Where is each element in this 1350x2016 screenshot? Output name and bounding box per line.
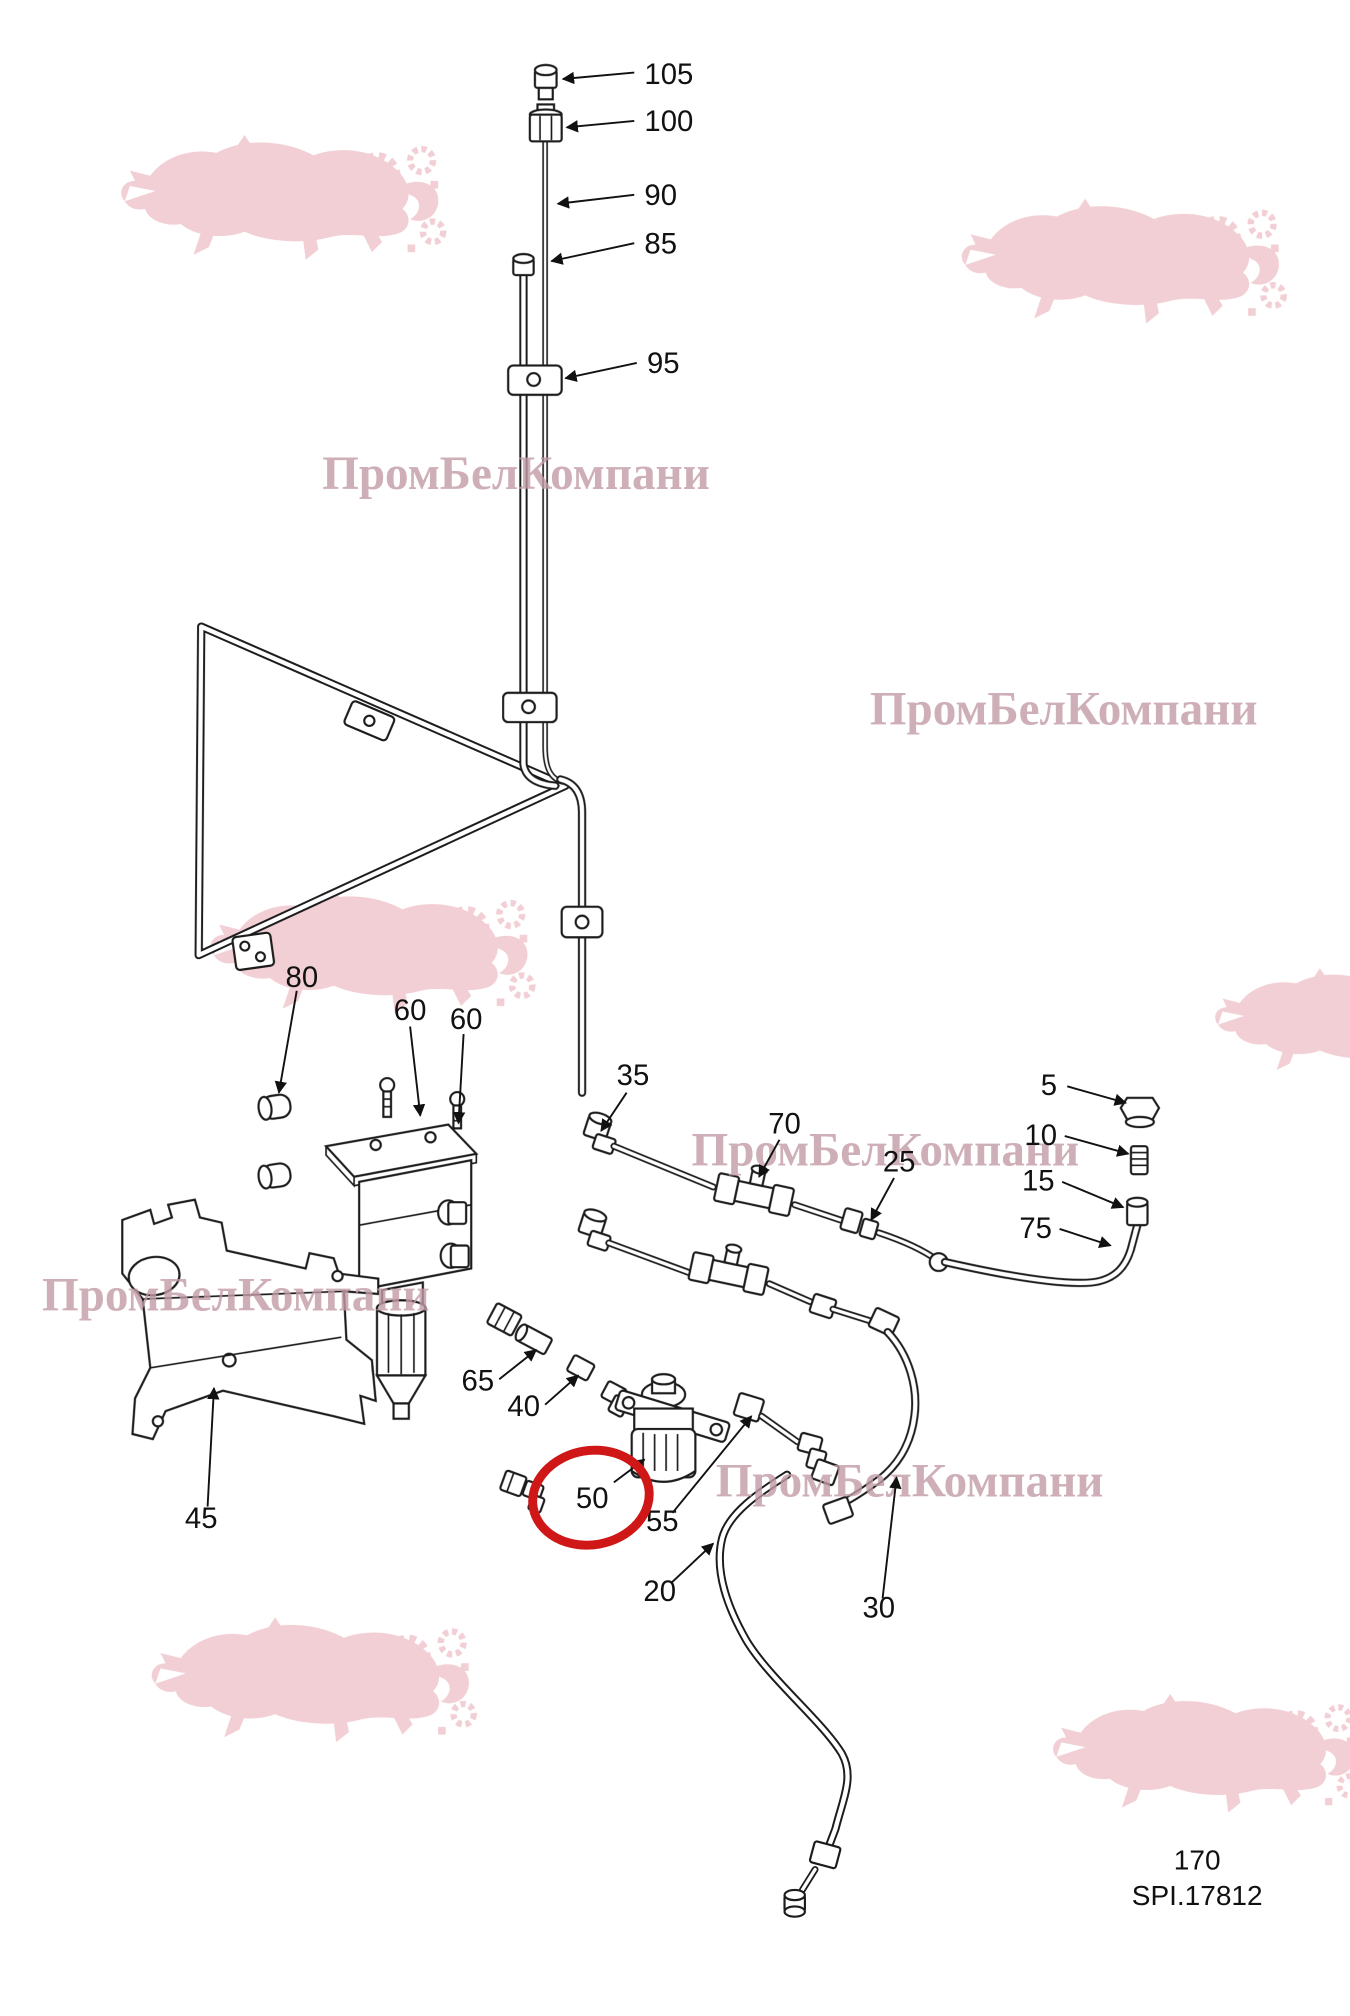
page-number: 170 — [1174, 1845, 1221, 1876]
lion-watermark — [1053, 1694, 1350, 1813]
callout-75: 75 — [1019, 1212, 1052, 1245]
lion-watermark — [962, 199, 1284, 324]
callout-85: 85 — [644, 227, 677, 260]
callout-95: 95 — [647, 347, 680, 380]
callout-50: 50 — [576, 1482, 609, 1515]
lion-watermark — [1215, 968, 1350, 1074]
mounting-bracket-45 — [121, 1198, 380, 1441]
callout-60a: 60 — [394, 994, 427, 1027]
bushing-80b — [257, 1162, 292, 1190]
tube-clamp-mid — [501, 691, 558, 724]
callout-55: 55 — [646, 1505, 679, 1538]
tube-clamp-95 — [507, 364, 563, 396]
guide-tube — [512, 252, 560, 790]
watermark-text: ПромБелКомпани — [716, 1455, 1104, 1507]
watermark-text: ПромБелКомпани — [42, 1269, 430, 1321]
pump-assembly — [257, 1076, 479, 1420]
callout-60b: 60 — [450, 1003, 483, 1036]
tube-nut-fitting — [528, 103, 563, 143]
callout-100: 100 — [644, 105, 693, 138]
suction-strainer — [375, 1281, 428, 1420]
callout-35: 35 — [617, 1059, 650, 1092]
callout-65: 65 — [462, 1365, 495, 1398]
assembly-drawing — [121, 63, 1161, 1918]
hex-fitting-65 — [486, 1302, 523, 1337]
fuel-pipe-75 — [928, 1220, 1142, 1288]
hex-fitting-40 — [566, 1354, 596, 1382]
callout-40: 40 — [507, 1390, 540, 1423]
leader-lines — [206, 71, 1130, 1599]
callout-5: 5 — [1041, 1069, 1057, 1102]
callout-15: 15 — [1022, 1165, 1055, 1198]
watermark-text: ПромБелКомпани — [692, 1124, 1080, 1176]
check-valve-70b — [687, 1243, 770, 1296]
frame-corner-bracket — [231, 931, 276, 971]
callout-20: 20 — [643, 1575, 676, 1608]
fitting-chain — [486, 1302, 630, 1418]
callout-30: 30 — [862, 1591, 895, 1624]
nipple-fitting-10 — [1129, 1145, 1149, 1176]
side-port-plug-b — [439, 1242, 470, 1269]
vertical-fuel-line — [556, 775, 587, 1097]
support-frame — [194, 622, 570, 971]
tube-clamp-lower — [560, 905, 604, 939]
callout-labels: 105 100 90 85 95 80 60 60 35 70 25 5 10 … — [185, 58, 1057, 1624]
highlight-circle-50 — [528, 1445, 654, 1550]
connector-fitting — [514, 1323, 553, 1355]
elbow-fitting-lower — [577, 1208, 612, 1252]
watermark-text: ПромБелКомпани — [870, 684, 1258, 736]
fuel-pipe-30 — [822, 1307, 920, 1525]
side-port-plug-a — [437, 1199, 468, 1226]
callout-90: 90 — [644, 179, 677, 212]
frame-clamp — [343, 700, 396, 742]
callout-70: 70 — [768, 1107, 801, 1140]
pipe-end-cap — [783, 1888, 806, 1918]
lion-watermark — [121, 135, 443, 260]
connector-fittings-25 — [839, 1207, 880, 1241]
callout-80: 80 — [286, 961, 319, 994]
pipe-nut — [810, 1458, 840, 1487]
page-footer: 170 SPI.17812 — [1132, 1845, 1263, 1912]
lion-watermark — [152, 1617, 474, 1742]
callout-25: 25 — [883, 1146, 916, 1179]
hex-nut-5 — [1119, 1096, 1161, 1129]
callout-10: 10 — [1024, 1119, 1057, 1152]
screw-60a — [379, 1076, 396, 1118]
callout-105: 105 — [644, 58, 693, 91]
fuel-pipe-20 — [715, 1470, 852, 1918]
watermark-text: ПромБелКомпани — [322, 448, 710, 500]
pipe-end-fitting-15 — [1126, 1196, 1149, 1227]
screw-60b — [449, 1090, 466, 1130]
drawing-code: SPI.17812 — [1132, 1880, 1263, 1911]
callout-45: 45 — [185, 1502, 218, 1535]
filler-cap — [533, 63, 558, 101]
bushing-80a — [257, 1093, 292, 1121]
watermark-texts: ПромБелКомпани ПромБелКомпани ПромБелКом… — [42, 448, 1257, 1507]
